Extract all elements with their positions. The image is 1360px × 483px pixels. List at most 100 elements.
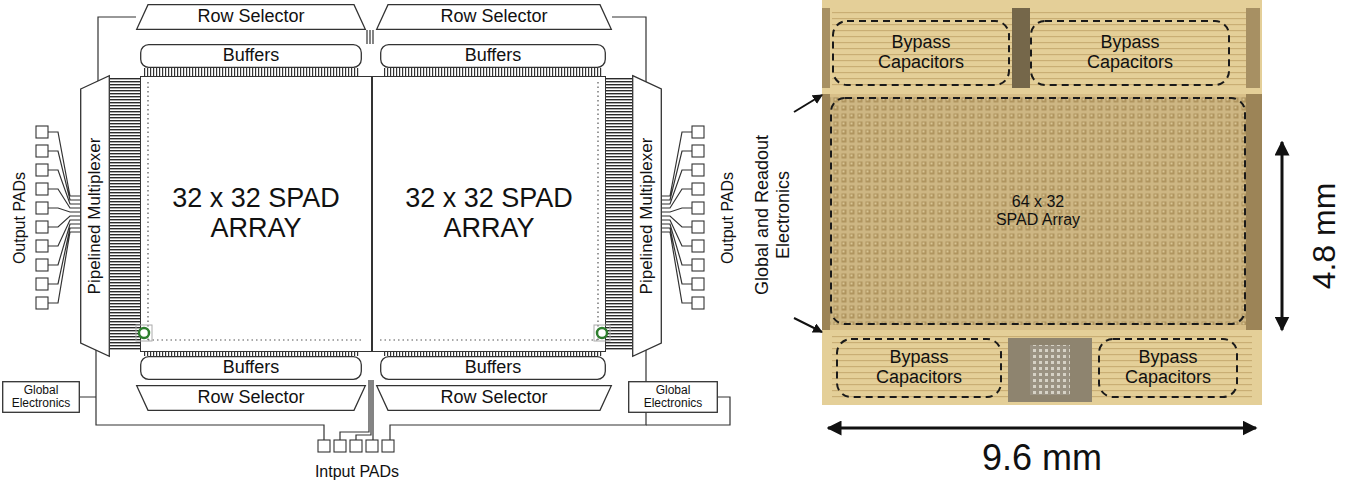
array-region: 64 x 32 SPAD Array: [830, 97, 1246, 325]
drawing-part: [36, 126, 48, 138]
multiplexer-block: Pipelined Multiplexer: [632, 75, 662, 357]
block-label: Bypass Capacitors: [1070, 33, 1190, 73]
drawing-part: [36, 278, 48, 290]
drawing-part: [837, 339, 1001, 397]
row-selector: Row Selector: [136, 4, 366, 30]
buffer-block: Buffers: [140, 44, 362, 68]
drawing-part: [380, 339, 598, 340]
block-label: Pipelined Multiplexer: [86, 138, 105, 295]
block-label: Row Selector: [440, 7, 547, 27]
multiplexer-block: Pipelined Multiplexer: [80, 75, 110, 357]
block-label: Global Electronics: [640, 384, 706, 410]
buffer-block: Buffers: [380, 44, 606, 68]
text-group: Global Electronics: [8, 384, 74, 410]
buffer-block: Buffers: [140, 356, 362, 380]
text-group: Row Selector: [440, 388, 547, 408]
block-label: Pipelined Multiplexer: [638, 138, 657, 295]
drawing-part: [48, 132, 82, 303]
drawing-part: [350, 440, 362, 452]
region-label: Global and Readout Electronics: [752, 130, 793, 300]
drawing-part: [822, 8, 830, 88]
capacitor-region: Bypass Capacitors: [1030, 20, 1230, 86]
text-group: Buffers: [223, 46, 280, 66]
drawing-part: [381, 45, 606, 68]
block-label: Row Selector: [197, 388, 304, 408]
drawing-part: [36, 164, 48, 176]
drawing-part: [141, 357, 362, 380]
drawing-part: [692, 126, 704, 138]
drawing-part: [141, 45, 362, 68]
drawing-part: [692, 259, 704, 271]
capacitor-region: Bypass Capacitors: [832, 20, 1010, 86]
drawing-part: [822, 0, 1262, 94]
drawing-part: [794, 318, 822, 332]
drawing-part: [692, 240, 704, 252]
capacitor-region: Bypass Capacitors: [836, 338, 1002, 398]
drawing-part: [1099, 339, 1237, 397]
block-label: Bypass Capacitors: [861, 33, 981, 73]
text-group: Bypass Capacitors: [1070, 33, 1190, 73]
block-label: Buffers: [223, 358, 280, 378]
drawing-part: [822, 94, 830, 330]
chip-photo: [822, 0, 1262, 405]
dimension-label: 4.8 mm: [1306, 183, 1343, 290]
block-wiring: [48, 17, 730, 440]
spad-array: 32 x 32 SPAD ARRAY: [372, 76, 606, 352]
drawing-part: [832, 10, 1252, 88]
text-group: Buffers: [465, 46, 522, 66]
drawing-part: [1246, 94, 1262, 330]
drawing-part: [136, 325, 152, 341]
drawing-part: [692, 297, 704, 309]
drawing-part: [833, 21, 1009, 85]
drawing-part: [377, 386, 612, 411]
drawing-part: [110, 78, 140, 350]
drawing-part: [832, 336, 1252, 402]
text-group: Row Selector: [197, 388, 304, 408]
text-group: 64 x 32 SPAD Array: [992, 193, 1084, 228]
text-group: Bypass Capacitors: [1108, 348, 1228, 388]
drawing-part: [828, 427, 1256, 430]
drawing-part: [692, 221, 704, 233]
drawing-part: [36, 259, 48, 271]
pad-label: Output PADs: [719, 172, 737, 264]
drawing-part: [36, 183, 48, 195]
text-group: Bypass Capacitors: [859, 348, 979, 388]
pad-label: Intput PADs: [315, 463, 399, 481]
drawing-part: [36, 297, 48, 309]
block-label: 64 x 32 SPAD Array: [992, 193, 1084, 228]
block-label: 32 x 32 SPAD ARRAY: [156, 184, 356, 243]
drawing-part: [597, 328, 607, 338]
electronics-box: Global Electronics: [628, 381, 718, 413]
drawing-part: [81, 76, 110, 357]
drawing-part: [139, 328, 149, 338]
drawing-part: [141, 77, 372, 352]
text-group: 32 x 32 SPAD ARRAY: [156, 184, 356, 243]
row-selector: Row Selector: [376, 4, 612, 30]
text-group: Bypass Capacitors: [861, 33, 981, 73]
drawing-part: [692, 183, 704, 195]
drawing-part: [822, 0, 1262, 405]
drawing-part: [382, 440, 394, 452]
drawing-part: [1281, 142, 1284, 330]
text-group: Buffers: [465, 358, 522, 378]
drawing-part: [3, 382, 80, 413]
drawing-part: [36, 221, 48, 233]
drawing-part: [1008, 338, 1092, 402]
drawing-part: [692, 202, 704, 214]
drawing-part: [1246, 8, 1260, 88]
drawing-part: [594, 325, 610, 341]
text-group: Pipelined Multiplexer: [638, 138, 657, 295]
drawing-part: [318, 440, 330, 452]
drawing-part: [377, 5, 612, 30]
drawing-part: [383, 68, 603, 76]
drawing-part: [606, 78, 632, 350]
text-group: Global Electronics: [640, 384, 706, 410]
buffer-block: Buffers: [380, 356, 606, 380]
drawing-part: [36, 202, 48, 214]
drawing-part: [1030, 345, 1070, 395]
text-group: Buffers: [223, 358, 280, 378]
buffer-teeth: [110, 68, 632, 356]
block-label: Bypass Capacitors: [859, 348, 979, 388]
drawing-part: [822, 330, 1262, 405]
drawing-part: [367, 30, 373, 44]
